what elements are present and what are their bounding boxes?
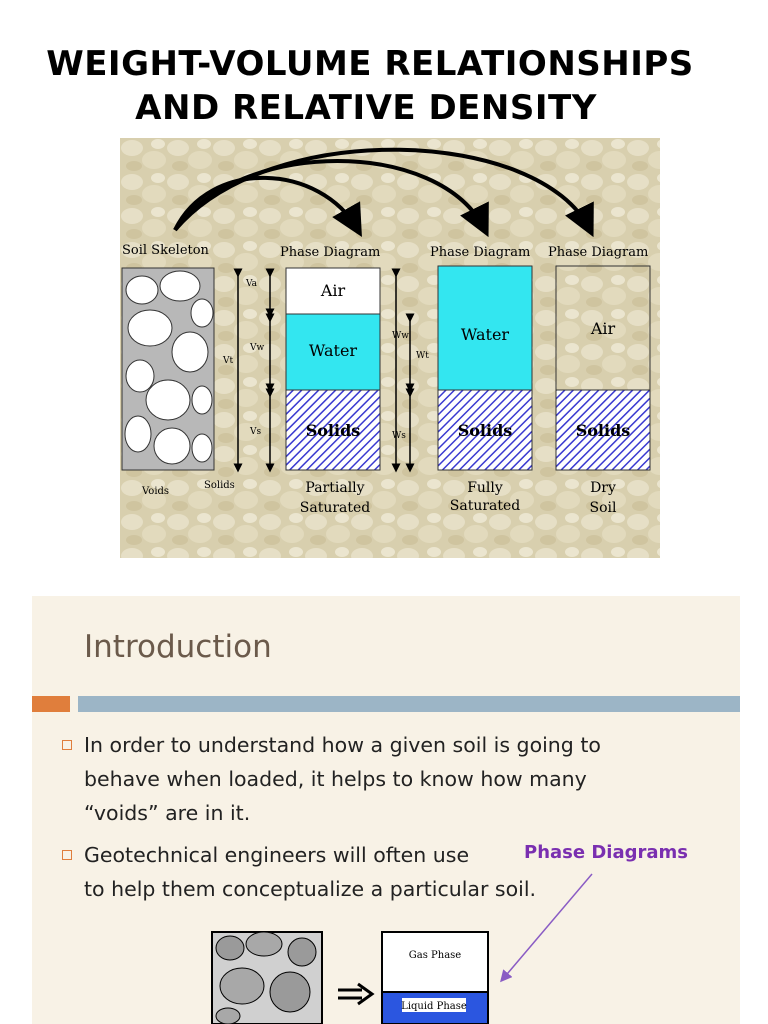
bullet-square-icon (62, 850, 72, 860)
arrow-to-partially-saturated (173, 175, 362, 237)
gas-phase-label: Gas Phase (409, 950, 462, 961)
vt-label: Vt (222, 356, 233, 366)
ws-label: Ws (392, 431, 406, 441)
phase-water-2: Water (461, 325, 509, 344)
phase-diagram-figure: Soil Skeleton Phase Diagram Phase Diagra… (120, 138, 660, 558)
bullet-1: In order to understand how a given soil … (62, 728, 724, 830)
figure-svg: Soil Skeleton Phase Diagram Phase Diagra… (120, 138, 660, 558)
accent-bar-orange (32, 696, 70, 712)
phase-water-1: Water (309, 341, 357, 360)
solids-small-label: Solids (204, 480, 235, 491)
liquid-phase-label: Liquid Phase (401, 1001, 467, 1012)
phase-solids-1: Solids (306, 421, 361, 440)
arrow-right-icon (338, 982, 375, 1006)
caption-1-line1: Partially (305, 480, 364, 496)
soil-skeleton-label: Soil Skeleton (122, 243, 210, 258)
phase-diagram-header-3: Phase Diagram (548, 245, 648, 260)
page-title-line1: Weight-Volume Relationships (46, 44, 694, 84)
phase-air-1: Air (320, 281, 346, 300)
caption-1-line2: Saturated (300, 500, 371, 516)
bullet-2-line1: Geotechnical engineers will often use (84, 843, 470, 867)
phase-box-fully-saturated (437, 265, 533, 471)
voids-label: Voids (141, 486, 169, 497)
caption-3-line2: Soil (590, 500, 617, 516)
page-title-line2: and Relative Density (135, 88, 597, 128)
phase-diagrams-callout: Phase Diagrams (524, 842, 688, 863)
phase-diagram-header-1: Phase Diagram (280, 245, 380, 260)
bullet-2: Geotechnical engineers will often use to… (62, 838, 724, 906)
bullet-1-line1: In order to understand how a given soil … (84, 733, 601, 757)
mini-gas-phase (381, 931, 489, 993)
caption-2-line2: Saturated (450, 498, 521, 514)
phase-solids-3: Solids (576, 421, 631, 440)
bullet-1-line2: behave when loaded, it helps to know how… (84, 767, 587, 791)
phase-diagram-header-2: Phase Diagram (430, 245, 530, 260)
caption-3-line1: Dry (590, 480, 616, 496)
caption-2-line1: Fully (467, 480, 503, 496)
mini-phase-diagram: Gas Phase Liquid Phase (211, 873, 593, 1024)
accent-bar-blue (78, 696, 740, 712)
arrow-to-dry-soil (173, 147, 594, 238)
bullet-square-icon (62, 740, 72, 750)
phase-solids-2: Solids (458, 421, 513, 440)
wt-label: Wt (416, 351, 429, 361)
phase-box-dry-soil (555, 265, 651, 471)
vs-label: Vs (249, 427, 261, 437)
intro-heading: Introduction (84, 629, 272, 665)
mini-liquid-phase (381, 991, 489, 1024)
bullet-1-line3: “voids” are in it. (84, 801, 251, 825)
vw-label: Vw (249, 343, 264, 353)
phase-box-partially-saturated (285, 267, 381, 471)
introduction-slide: Introduction In order to understand how … (32, 596, 740, 1024)
soil-skeleton-diagram (121, 267, 215, 471)
ww-label: Ww (392, 331, 409, 341)
bullet-2-line2: to help them conceptualize a particular … (84, 877, 537, 901)
va-label: Va (245, 279, 258, 289)
phase-air-3: Air (590, 319, 616, 338)
callout-arrow (500, 873, 593, 983)
